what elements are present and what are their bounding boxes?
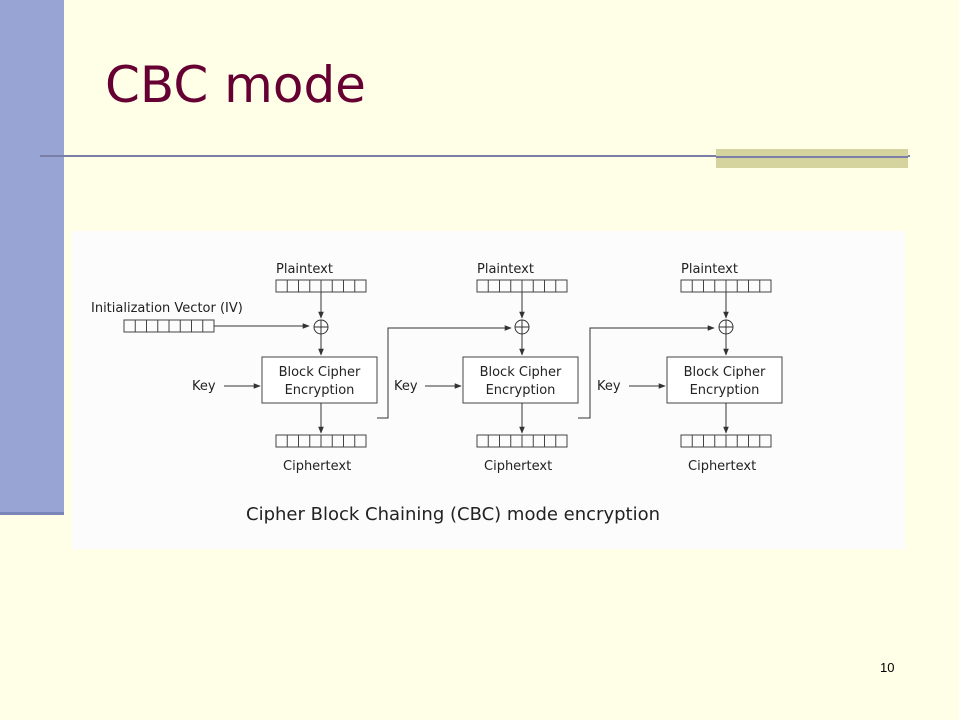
title-underline [40,155,910,157]
stage-1-plaintext-label: Plaintext [276,262,333,277]
chain-arrow-1-to-2 [377,325,512,419]
stage-1-block-line1: Block Cipher [279,365,361,380]
stage-2-block-line1: Block Cipher [480,365,562,380]
stage-3-xor-icon [718,319,734,335]
iv-register [123,319,215,333]
stage-3-block-line2: Encryption [690,383,760,398]
stage-1-block-line2: Encryption [285,383,355,398]
chain-arrow-2-to-3 [578,325,715,419]
stage-1-plaintext-register [275,279,367,293]
stage-1-ciphertext-register [275,434,367,448]
stage-2-ciphertext-register [476,434,568,448]
stage-2-block-line2: Encryption [486,383,556,398]
stage-2-plaintext-register [476,279,568,293]
title-accent-block [716,149,908,168]
stage-3-ciphertext-register [680,434,772,448]
stage-3-ciphertext-label: Ciphertext [688,459,756,474]
stage-2-ciphertext-label: Ciphertext [484,459,552,474]
stage-1-ciphertext-label: Ciphertext [283,459,351,474]
stage-2-plaintext-label: Plaintext [477,262,534,277]
stage-1: Plaintext Block Cipher Encryption Key [192,262,378,474]
stage-3-block-line1: Block Cipher [684,365,766,380]
stage-3: Plaintext Block Cipher Encryption Key [597,262,783,474]
stage-3-block-cipher [666,356,783,404]
stage-2-block-cipher [462,356,579,404]
stage-3-key-label: Key [597,379,621,394]
stage-1-block-cipher [261,356,378,404]
stage-2: Plaintext Block Cipher Encryption Key [394,262,579,474]
stage-1-key-label: Key [192,379,216,394]
page-number: 10 [880,660,895,675]
title-accent-line [716,156,908,158]
stage-3-plaintext-register [680,279,772,293]
stage-2-xor-icon [514,319,530,335]
stage-2-key-label: Key [394,379,418,394]
stage-1-xor-icon [313,319,329,335]
left-sidebar-band [0,0,64,515]
diagram-caption: Cipher Block Chaining (CBC) mode encrypt… [246,504,660,525]
stage-3-plaintext-label: Plaintext [681,262,738,277]
slide-title: CBC mode [105,56,366,114]
cbc-diagram-svg: Initialization Vector (IV) Plaintext [91,262,783,525]
iv-label: Initialization Vector (IV) [91,301,243,316]
cbc-diagram: Initialization Vector (IV) Plaintext [72,231,905,549]
